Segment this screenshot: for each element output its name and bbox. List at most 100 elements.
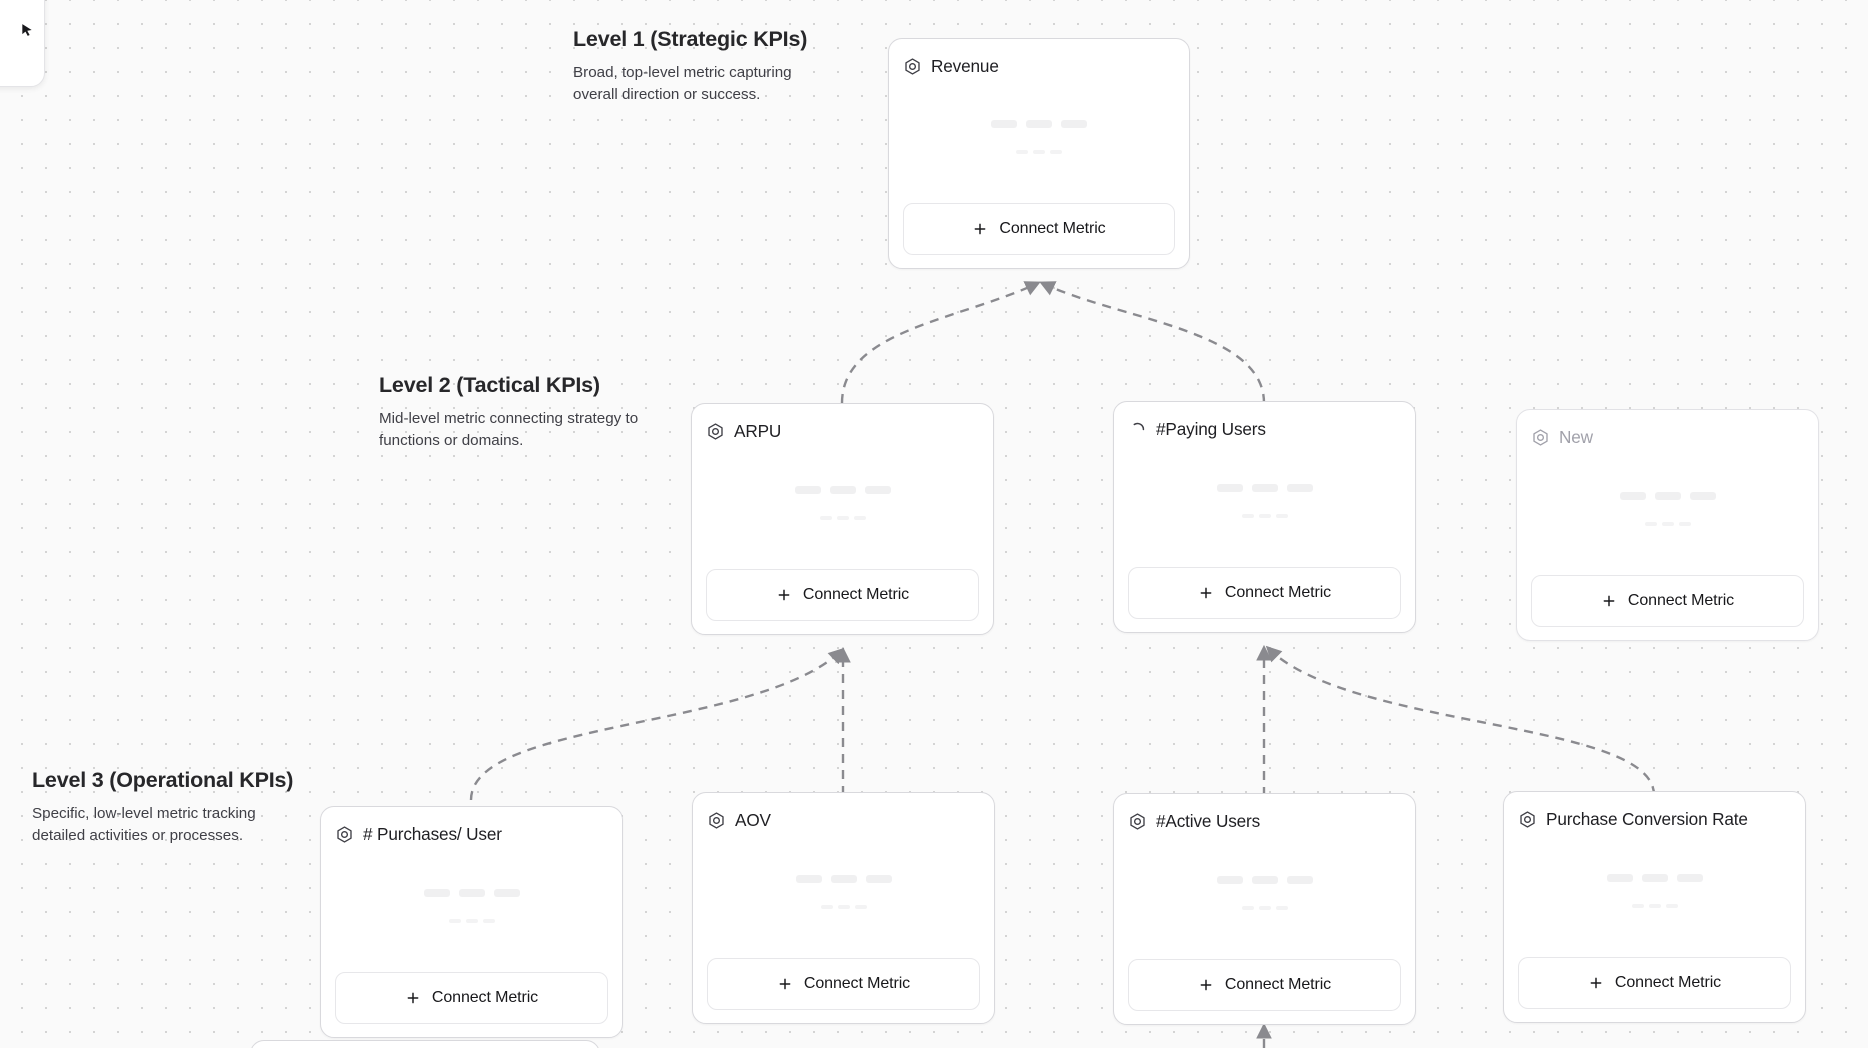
hexagon-metric-icon <box>708 422 723 440</box>
hexagon-metric-icon <box>337 825 352 843</box>
card-header: ARPU <box>706 418 979 444</box>
skeleton-bar <box>830 874 857 883</box>
skeleton-bar <box>1676 873 1703 882</box>
card-placeholder-body <box>1518 832 1791 957</box>
level-3-title: Level 3 (Operational KPIs) <box>32 768 294 792</box>
spinner-loading-icon <box>1133 422 1145 430</box>
connect-metric-button[interactable]: Connect Metric <box>335 972 608 1024</box>
skeleton-bar <box>854 904 867 909</box>
metric-card-paying-users[interactable]: #Paying Users Connect Metric <box>1113 401 1416 633</box>
plus-icon <box>974 223 986 235</box>
plus-icon <box>1200 979 1212 991</box>
skeleton-bar <box>795 874 822 883</box>
skeleton-bar <box>1251 483 1278 492</box>
card-title: #Paying Users <box>1156 418 1266 439</box>
metric-card-revenue[interactable]: Revenue Connect Metric <box>888 38 1190 269</box>
skeleton-bar <box>1275 905 1288 910</box>
skeleton-bar <box>1661 521 1674 526</box>
skeleton-row-primary <box>795 874 892 883</box>
skeleton-bar <box>1286 875 1313 884</box>
skeleton-bar <box>1251 875 1278 884</box>
card-title: Revenue <box>931 55 999 76</box>
floating-toolbar-panel[interactable] <box>0 0 45 87</box>
level-2-description: Mid-level metric connecting strategy to … <box>379 410 639 449</box>
skeleton-row-secondary <box>1241 905 1288 910</box>
connect-metric-button[interactable]: Connect Metric <box>706 569 979 621</box>
skeleton-bar <box>1216 875 1243 884</box>
skeleton-bar <box>1050 150 1062 154</box>
card-header: Purchase Conversion Rate <box>1518 806 1791 832</box>
cursor-arrow-icon <box>22 23 32 36</box>
level-1-label: Level 1 (Strategic KPIs) Broad, top-leve… <box>573 27 833 105</box>
skeleton-bar <box>458 888 485 897</box>
level-2-title: Level 2 (Tactical KPIs) <box>379 373 600 397</box>
connect-metric-label: Connect Metric <box>802 586 910 603</box>
connect-metric-button[interactable]: Connect Metric <box>707 958 980 1010</box>
metric-card-new[interactable]: New Connect Metric <box>1516 409 1819 641</box>
hexagon-metric-icon <box>1533 428 1548 446</box>
connect-metric-label: Connect Metric <box>1627 592 1735 609</box>
card-title: #Active Users <box>1156 810 1261 831</box>
skeleton-bar <box>465 918 478 923</box>
skeleton-bar <box>1631 903 1644 908</box>
skeleton-bar <box>1033 150 1045 154</box>
skeleton-bar <box>482 918 495 923</box>
metric-card-aov[interactable]: AOV Connect Metric <box>692 792 995 1024</box>
connect-metric-label: Connect Metric <box>1224 976 1332 993</box>
skeleton-row-secondary <box>1644 521 1691 526</box>
skeleton-bar <box>853 515 866 520</box>
card-header: AOV <box>707 807 980 833</box>
metric-card-active-users[interactable]: #Active Users Connect Metric <box>1113 793 1416 1025</box>
hexagon-metric-icon <box>905 57 920 75</box>
skeleton-row-primary <box>794 485 891 494</box>
skeleton-bar <box>1689 491 1716 500</box>
metric-card-offscreen-below[interactable] <box>250 1040 600 1048</box>
skeleton-bar <box>1241 905 1254 910</box>
skeleton-bar <box>1286 483 1313 492</box>
skeleton-bar <box>448 918 461 923</box>
plus-icon <box>1200 587 1212 599</box>
level-1-description: Broad, top-level metric capturing overal… <box>573 64 792 103</box>
connect-metric-button[interactable]: Connect Metric <box>1128 959 1401 1011</box>
skeleton-bar <box>865 874 892 883</box>
skeleton-bar <box>1641 873 1668 882</box>
card-header: New <box>1531 424 1804 450</box>
skeleton-bar <box>864 485 891 494</box>
skeleton-bar <box>1241 513 1254 518</box>
plus-icon <box>1590 977 1602 989</box>
skeleton-row-primary <box>991 120 1087 128</box>
connect-metric-button[interactable]: Connect Metric <box>1531 575 1804 627</box>
edge-conversion-to-paying-users <box>1265 645 1656 796</box>
connect-metric-button[interactable]: Connect Metric <box>1128 567 1401 619</box>
card-title: New <box>1559 426 1593 447</box>
skeleton-row-secondary <box>1241 513 1288 518</box>
skeleton-row-secondary <box>1631 903 1678 908</box>
connect-metric-button[interactable]: Connect Metric <box>1518 957 1791 1009</box>
skeleton-bar <box>1606 873 1633 882</box>
card-placeholder-body <box>1128 834 1401 959</box>
plus-icon <box>407 992 419 1004</box>
metric-card-purchase-conversion-rate[interactable]: Purchase Conversion Rate Connect Metric <box>1503 791 1806 1023</box>
card-header: #Active Users <box>1128 808 1401 834</box>
skeleton-bar <box>493 888 520 897</box>
level-3-label: Level 3 (Operational KPIs) Specific, low… <box>32 768 293 846</box>
hexagon-metric-icon <box>1520 810 1535 828</box>
card-placeholder-body <box>707 833 980 958</box>
metric-card-arpu[interactable]: ARPU Connect Metric <box>691 403 994 635</box>
card-header: # Purchases/ User <box>335 821 608 847</box>
connect-metric-button[interactable]: Connect Metric <box>903 203 1175 255</box>
skeleton-bar <box>1275 513 1288 518</box>
connect-metric-label: Connect Metric <box>999 220 1106 237</box>
card-title: AOV <box>735 809 771 830</box>
skeleton-bar <box>1258 905 1271 910</box>
skeleton-row-primary <box>1216 483 1313 492</box>
skeleton-row-primary <box>423 888 520 897</box>
skeleton-bar <box>829 485 856 494</box>
card-placeholder-body <box>706 444 979 569</box>
skeleton-bar <box>836 515 849 520</box>
skeleton-bar <box>1016 150 1028 154</box>
metric-card-purchases-per-user[interactable]: # Purchases/ User Connect Metric <box>320 806 623 1038</box>
skeleton-bar <box>1678 521 1691 526</box>
plus-icon <box>778 589 790 601</box>
